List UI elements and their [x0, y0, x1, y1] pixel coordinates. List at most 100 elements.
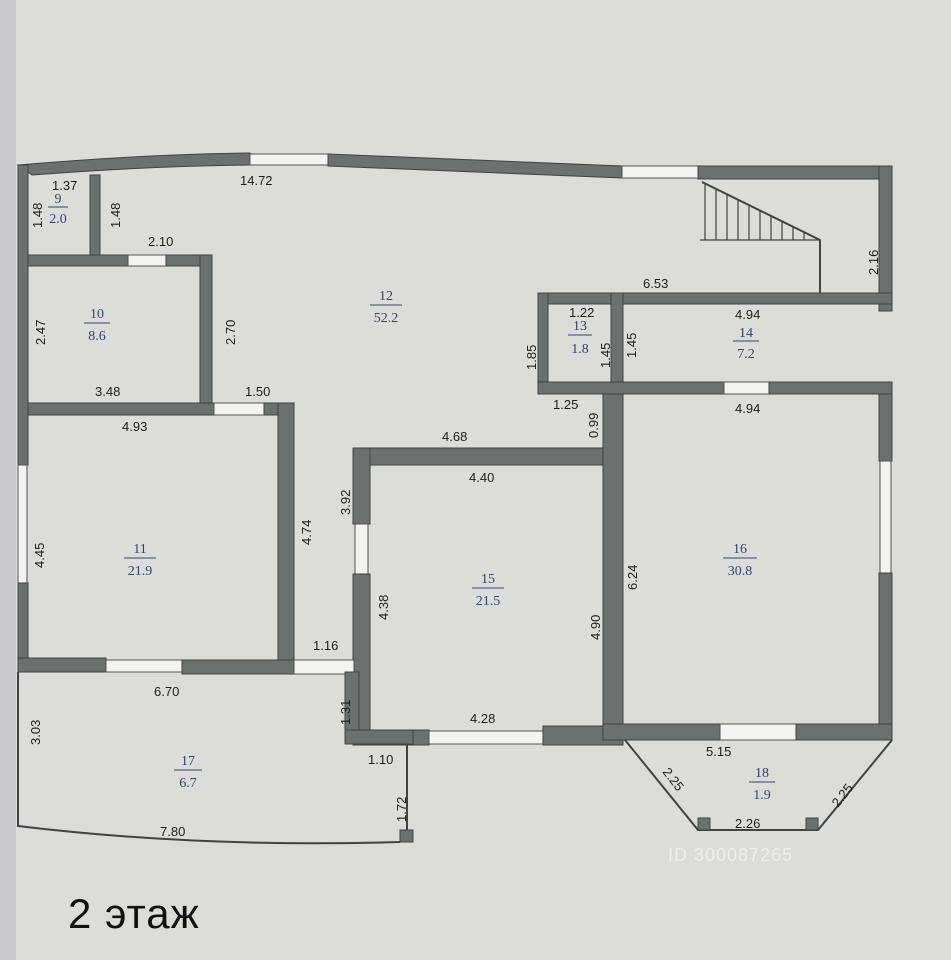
door-r18 — [719, 723, 797, 741]
watermark: ID 300087265 — [668, 845, 794, 865]
room-area: 21.9 — [128, 564, 153, 579]
dim-r17-corner: 1.10 — [368, 752, 393, 767]
right-wall-upper — [878, 165, 893, 312]
dim-r16-left: 6.24 — [625, 565, 640, 590]
dim-r14-left: 1.45 — [624, 333, 639, 358]
wall-r11-bottom-right — [181, 659, 295, 675]
room-number: 10 — [90, 307, 104, 322]
room-area: 1.8 — [571, 342, 589, 357]
right-wall-mid — [878, 382, 893, 462]
right-wall-lower — [878, 572, 893, 741]
wall-r15-top — [352, 447, 624, 466]
dim-door-11: 1.50 — [245, 384, 270, 399]
dim-top-wall: 14.72 — [240, 173, 273, 188]
room-number: 15 — [481, 572, 495, 587]
room-area: 6.7 — [179, 776, 197, 791]
top-wall-right — [697, 165, 893, 180]
wall-r13-left — [537, 292, 549, 394]
room-number: 14 — [739, 326, 753, 341]
room-label-13: 13 1.8 — [568, 319, 592, 357]
dim-r11-left: 4.45 — [32, 543, 47, 568]
room-number: 16 — [733, 542, 747, 557]
room-area: 21.5 — [476, 594, 501, 609]
door-r15 — [354, 523, 369, 575]
wall-block-bottom-right — [768, 381, 893, 395]
wall-r16-bottom-right — [795, 723, 893, 741]
left-wall-upper — [17, 164, 29, 466]
room-number: 9 — [55, 192, 62, 207]
room-area: 8.6 — [88, 329, 106, 344]
room-area: 2.0 — [49, 212, 67, 227]
room-label-17: 17 6.7 — [174, 754, 202, 791]
bay-outline — [624, 739, 893, 831]
outer-walls — [16, 152, 893, 741]
room-number: 12 — [379, 289, 393, 304]
wall-r10-bottom — [27, 402, 215, 416]
floor-label: 2 этаж — [68, 890, 200, 937]
left-wall-lower — [17, 582, 29, 669]
room-area: 7.2 — [737, 347, 755, 362]
dim-r14-bottom: 4.94 — [735, 401, 760, 416]
wall-r10-right — [199, 254, 213, 416]
dim-r15-bottom: 4.28 — [470, 711, 495, 726]
dim-corridor: 0.99 — [586, 413, 601, 438]
dimension-labels: 14.72 1.37 1.48 1.48 2.10 2.47 2.70 3.48… — [28, 173, 881, 839]
wall-r11-bottom-left — [17, 657, 107, 673]
dim-r14-top: 4.94 — [735, 307, 760, 322]
dim-r11-top: 4.93 — [122, 419, 147, 434]
wall-r16-bottom-left — [602, 723, 721, 741]
dim-r17-left: 3.03 — [28, 720, 43, 745]
wall-r17-corner — [344, 729, 414, 745]
room-label-10: 10 8.6 — [84, 307, 110, 344]
door-r10 — [127, 254, 167, 267]
dim-r13-left: 1.85 — [524, 345, 539, 370]
room-number: 17 — [181, 754, 195, 769]
dim-r15-right: 4.90 — [588, 615, 603, 640]
left-rooms-walls — [17, 174, 295, 675]
dim-r15-top: 4.40 — [469, 470, 494, 485]
room-label-12: 12 52.2 — [370, 289, 402, 326]
staircase — [700, 181, 821, 296]
room-area: 52.2 — [374, 311, 399, 326]
window-top-2 — [621, 165, 699, 179]
dim-block-top: 6.53 — [643, 276, 668, 291]
room-label-18: 18 1.9 — [749, 766, 775, 803]
room-label-11: 11 21.9 — [124, 542, 156, 579]
dim-r13-bottom: 1.25 — [553, 397, 578, 412]
post-r17 — [399, 829, 414, 843]
dim-r11-bottom: 6.70 — [154, 684, 179, 699]
dim-r17-bottom: 7.80 — [160, 824, 185, 839]
dim-stair-side: 2.16 — [866, 250, 881, 275]
wall-r10-top-left — [27, 254, 129, 267]
dim-r9-left: 1.48 — [30, 203, 45, 228]
dim-r10-top: 2.10 — [148, 234, 173, 249]
wall-r11-right — [277, 402, 295, 674]
bay-post-left — [697, 817, 711, 831]
wall-r15-left-upper — [352, 447, 371, 525]
dim-r10-left: 2.47 — [33, 320, 48, 345]
room-label-16: 16 30.8 — [723, 542, 757, 579]
room-area: 30.8 — [728, 564, 753, 579]
door-r11 — [213, 402, 265, 416]
room-17-walls — [17, 659, 414, 845]
dim-r15-left-upper: 3.92 — [338, 490, 353, 515]
dim-r17-door: 1.16 — [313, 638, 338, 653]
dim-r9-right: 1.48 — [108, 203, 123, 228]
door-r17 — [293, 659, 355, 675]
wall-r9-right — [89, 174, 101, 256]
dim-r15-outer-top: 4.68 — [442, 429, 467, 444]
room-number: 18 — [755, 766, 769, 781]
dim-r9-width: 1.37 — [52, 178, 77, 193]
wall-r17-outline — [17, 672, 401, 845]
door-r11-bottom — [105, 659, 183, 673]
door-r14 — [723, 381, 770, 395]
room-number: 11 — [133, 542, 146, 557]
wall-block-top — [537, 292, 893, 305]
dim-r10-right: 2.70 — [223, 320, 238, 345]
window-top-1 — [249, 153, 329, 166]
window-left — [17, 464, 28, 584]
dim-r17-step: 1.31 — [338, 700, 353, 725]
wall-r15-right — [602, 393, 624, 731]
dim-r11-right: 4.74 — [299, 520, 314, 545]
